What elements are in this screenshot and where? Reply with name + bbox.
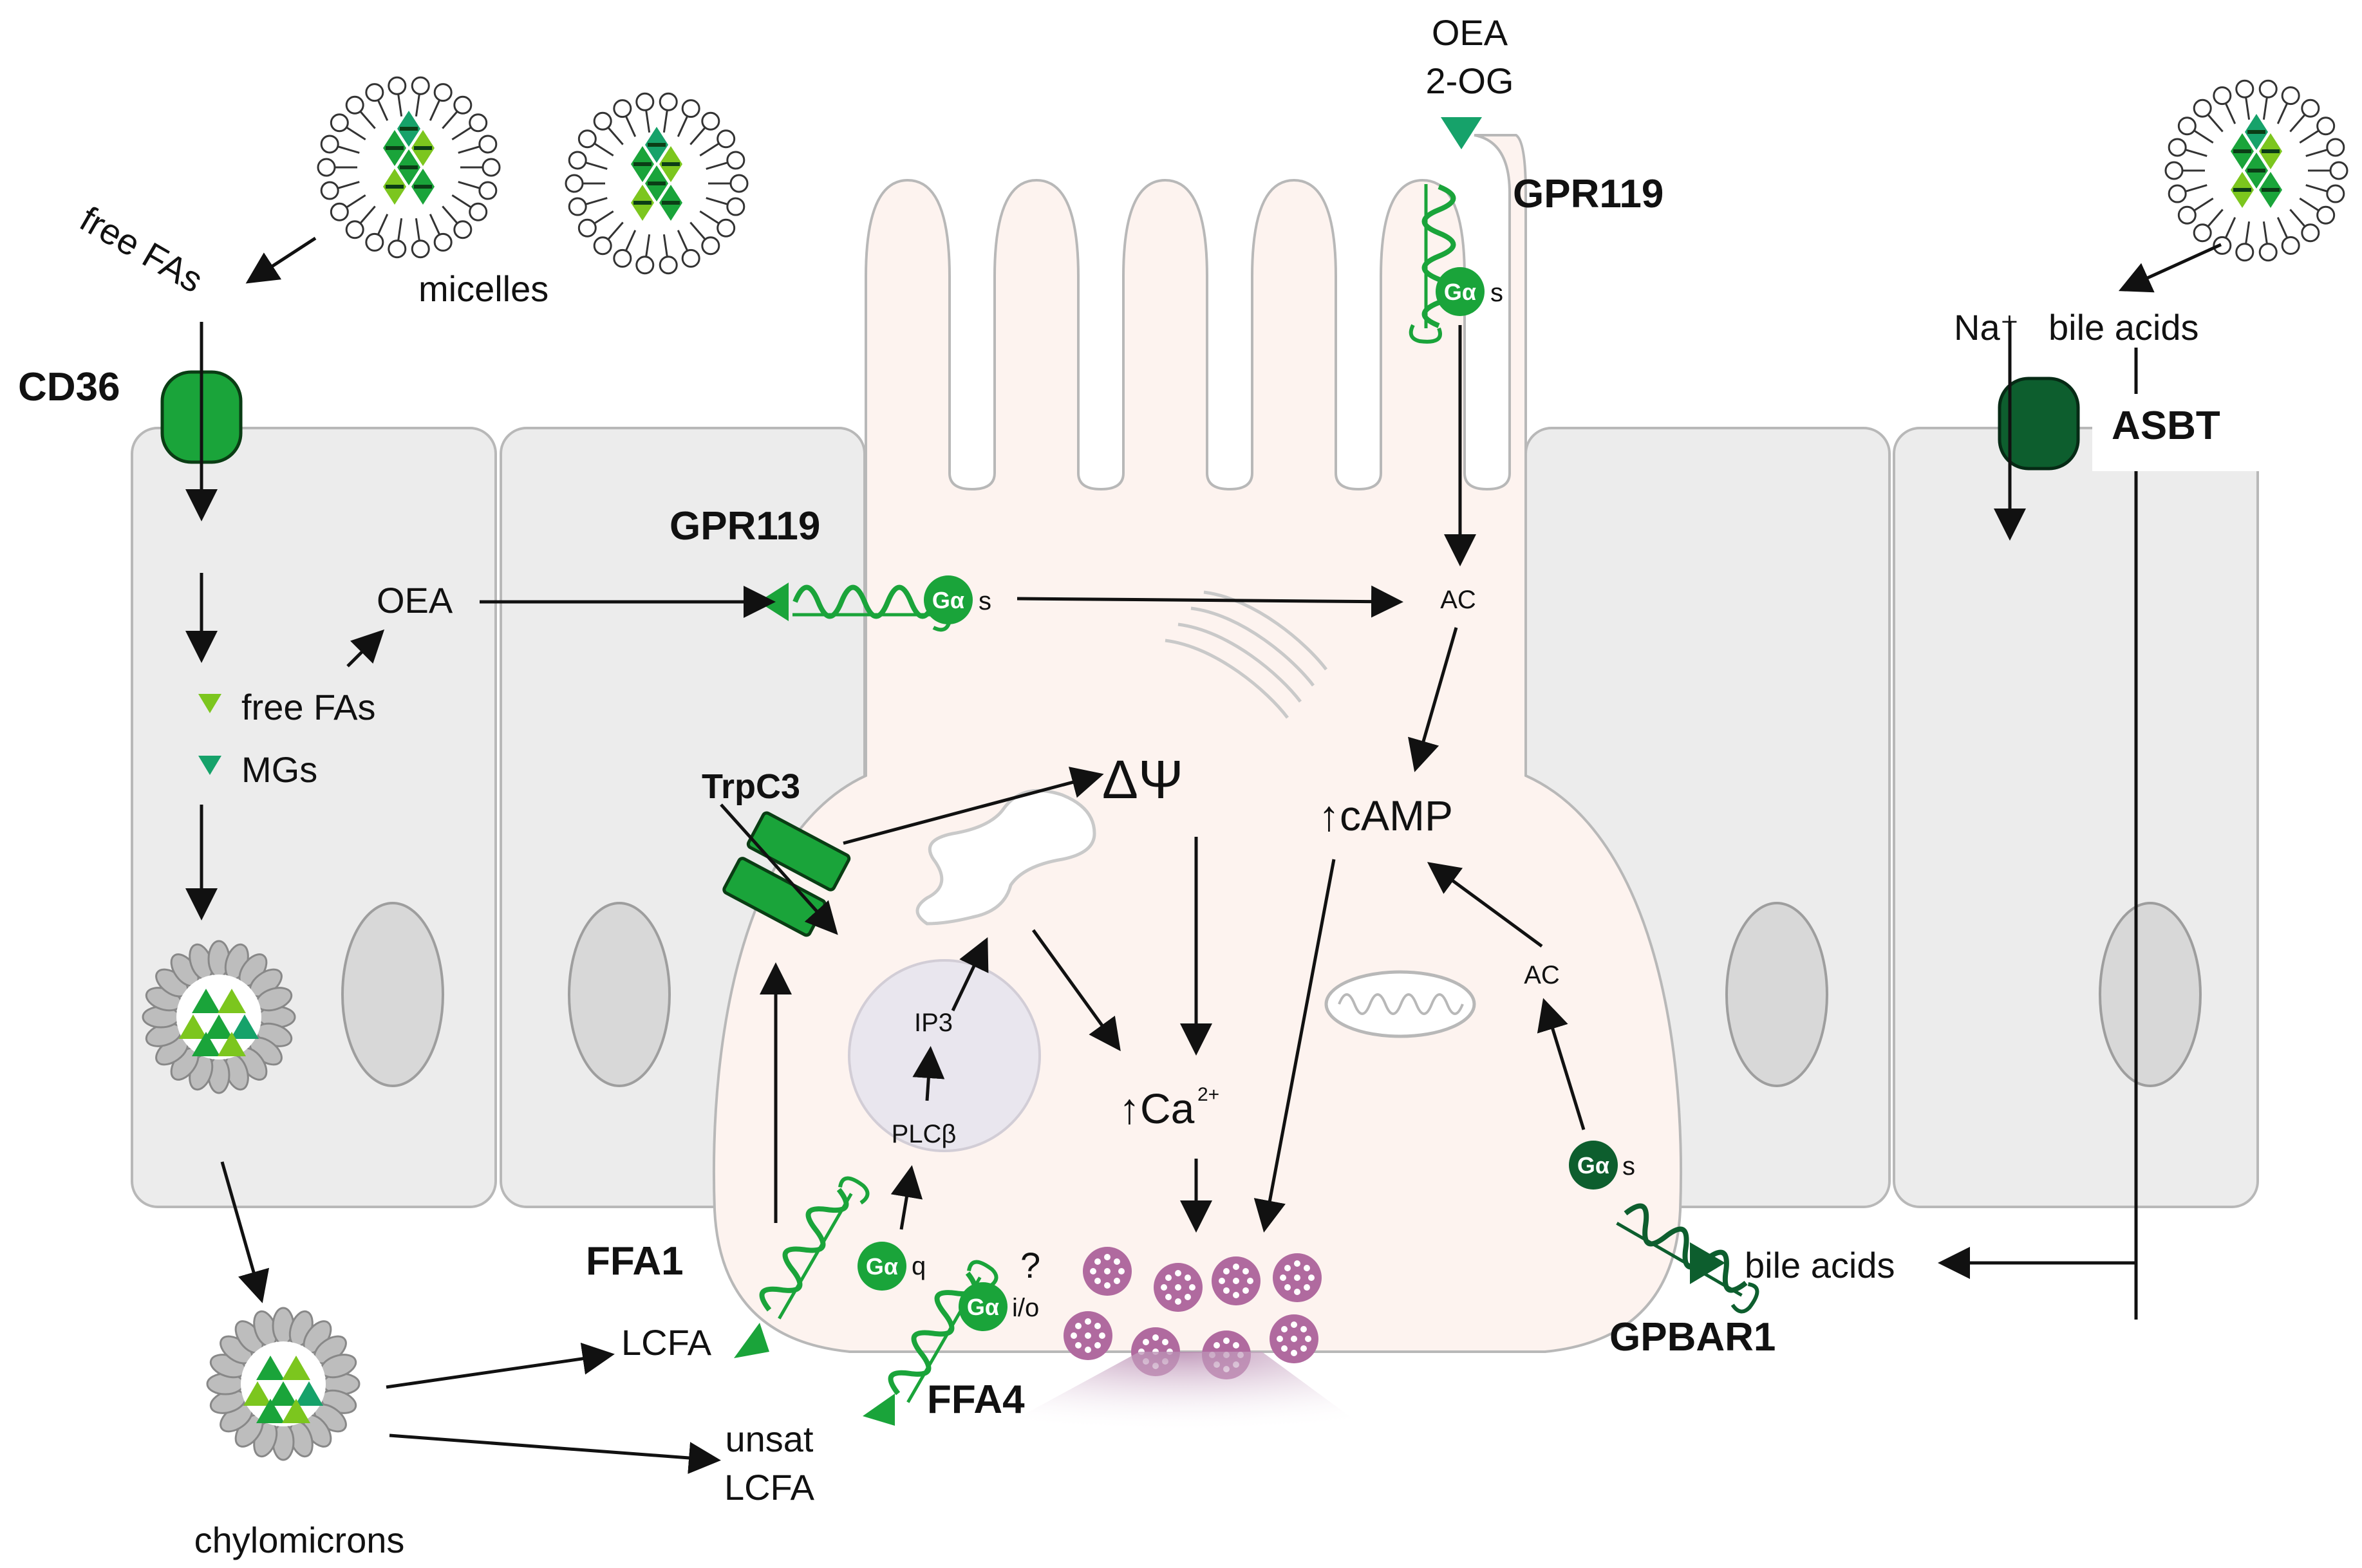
mitochondrion-cristae — [1338, 993, 1464, 1015]
micelle-1 — [317, 76, 501, 259]
label-bile-acids-top: bile acids — [2048, 307, 2198, 348]
label-2og: 2-OG — [1426, 61, 1514, 101]
arrow-to-oea — [346, 629, 385, 667]
label-cd36: CD36 — [18, 365, 120, 409]
secretory-granule — [1212, 1256, 1261, 1305]
chylomicron-free — [206, 1307, 361, 1461]
label-camp: ↑cAMP — [1318, 792, 1453, 839]
svg-text:Gα: Gα — [1444, 279, 1476, 305]
secretory-granule — [1083, 1247, 1132, 1296]
asbt-label-box — [2092, 394, 2260, 471]
svg-text:Gα: Gα — [866, 1253, 898, 1280]
label-ac-top: AC — [1440, 586, 1476, 614]
label-micelles: micelles — [418, 268, 548, 309]
micelle-3 — [2164, 79, 2348, 262]
free-fa-triangle — [198, 694, 221, 713]
arrow-er-to-ca — [1031, 929, 1121, 1052]
label-trpc3: TrpC3 — [702, 767, 800, 806]
label-ac-low: AC — [1524, 961, 1560, 989]
nucleus — [341, 902, 444, 1087]
arrow-trpc3-influx — [720, 803, 838, 935]
svg-text:q: q — [912, 1252, 926, 1280]
label-oea: OEA — [377, 580, 453, 621]
label-bile-acids-bottom: bile acids — [1745, 1245, 1895, 1285]
g-alpha-s-gpbar1: Gα s — [1569, 1141, 1635, 1190]
label-unsat-lcfa: LCFA — [724, 1467, 815, 1507]
ffa1-receptor — [759, 1176, 870, 1320]
nucleus — [1725, 902, 1828, 1087]
ffa4-ligand-triangle — [863, 1394, 895, 1426]
label-free-fas-diag: free FAs — [73, 198, 210, 301]
oea-triangle-top — [1441, 117, 1482, 149]
arrows — [185, 236, 2222, 1474]
arrow-chylo-to-lcfa — [386, 1342, 615, 1389]
label-ffa1: FFA1 — [586, 1239, 684, 1283]
epithelial-cell-4 — [1893, 427, 2259, 1208]
arrow-micelle-to-bile — [2118, 243, 2222, 293]
nucleus — [568, 902, 671, 1087]
arrow-trpc3-to-deltapsi — [843, 767, 1104, 845]
arrow-bile-to-gpbar1 — [1938, 1247, 2138, 1320]
chylomicron-cell — [142, 940, 296, 1094]
arrow-gas-to-ac — [1017, 585, 1403, 618]
gpbar1-ligand-triangle — [1690, 1242, 1725, 1284]
label-ca-sup: 2+ — [1197, 1084, 1219, 1105]
micelle-2 — [565, 92, 749, 275]
arrow-ip3-to-er — [951, 937, 989, 1012]
label-gpbar1: GPBAR1 — [1609, 1315, 1776, 1359]
secretory-granule — [1064, 1311, 1112, 1360]
svg-text:s: s — [1622, 1152, 1635, 1181]
lipid-particles — [142, 76, 2348, 1461]
g-alpha-io: Gα i/o — [959, 1282, 1039, 1331]
label-asbt: ASBT — [2112, 404, 2220, 448]
arrow-chylo-to-unsat — [389, 1433, 721, 1474]
arrow-gaq-to-plcb — [890, 1165, 923, 1230]
ffa1-ligand-triangle — [734, 1323, 769, 1358]
label-ip3: IP3 — [914, 1009, 953, 1037]
label-delta-psi: ΔΨ — [1102, 749, 1183, 810]
label-unsat: unsat — [726, 1419, 814, 1459]
label-gpr119-mid: GPR119 — [670, 504, 820, 548]
secretory-granule — [1270, 1314, 1318, 1363]
label-oea-top: OEA — [1432, 12, 1508, 53]
label-ffa4: FFA4 — [927, 1377, 1025, 1422]
epithelial-cell-1 — [131, 427, 497, 1208]
label-mgs: MGs — [241, 749, 317, 790]
label-plcb: PLCβ — [892, 1120, 957, 1148]
label-free-fas: free FAs — [241, 687, 376, 727]
arrow-camp-to-granules — [1253, 859, 1336, 1233]
svg-text:s: s — [979, 587, 991, 615]
arrow-ac-to-camp-low — [1427, 862, 1543, 948]
label-gpr119-top: GPR119 — [1513, 172, 1664, 216]
secretory-granule — [1273, 1253, 1322, 1302]
gpbar1-receptor — [1616, 1203, 1759, 1314]
label-ca: ↑Ca — [1119, 1085, 1195, 1132]
arrow-plcb-to-ip3 — [912, 1046, 945, 1101]
mg-triangle — [198, 756, 221, 775]
golgi — [1165, 590, 1327, 719]
label-chylomicrons: chylomicrons — [194, 1520, 405, 1560]
label-question: ? — [1020, 1245, 1040, 1285]
secretory-granule — [1154, 1263, 1203, 1312]
g-alpha-s-top: Gα s — [1436, 267, 1503, 316]
asbt-transporter — [1998, 377, 2080, 471]
svg-text:Gα: Gα — [932, 587, 964, 613]
svg-text:i/o: i/o — [1012, 1294, 1039, 1322]
arrow-chylomicron-out — [220, 1161, 270, 1303]
g-alpha-q: Gα q — [858, 1242, 926, 1291]
svg-text:Gα: Gα — [967, 1294, 999, 1320]
svg-text:Gα: Gα — [1577, 1152, 1609, 1179]
secretion-beam — [991, 1352, 1371, 1432]
arrow-gas-to-ac-low — [1537, 998, 1586, 1130]
label-na: Na⁺ — [1954, 307, 2019, 348]
endoplasmic-reticulum — [915, 789, 1096, 926]
g-alpha-s-mid: Gα s — [924, 575, 991, 624]
arrow-ac-to-camp — [1408, 627, 1458, 772]
svg-text:s: s — [1490, 279, 1503, 307]
label-lcfa: LCFA — [621, 1322, 712, 1363]
nucleus — [2099, 902, 2202, 1087]
arrow-micelle-to-free-fas — [245, 236, 317, 284]
